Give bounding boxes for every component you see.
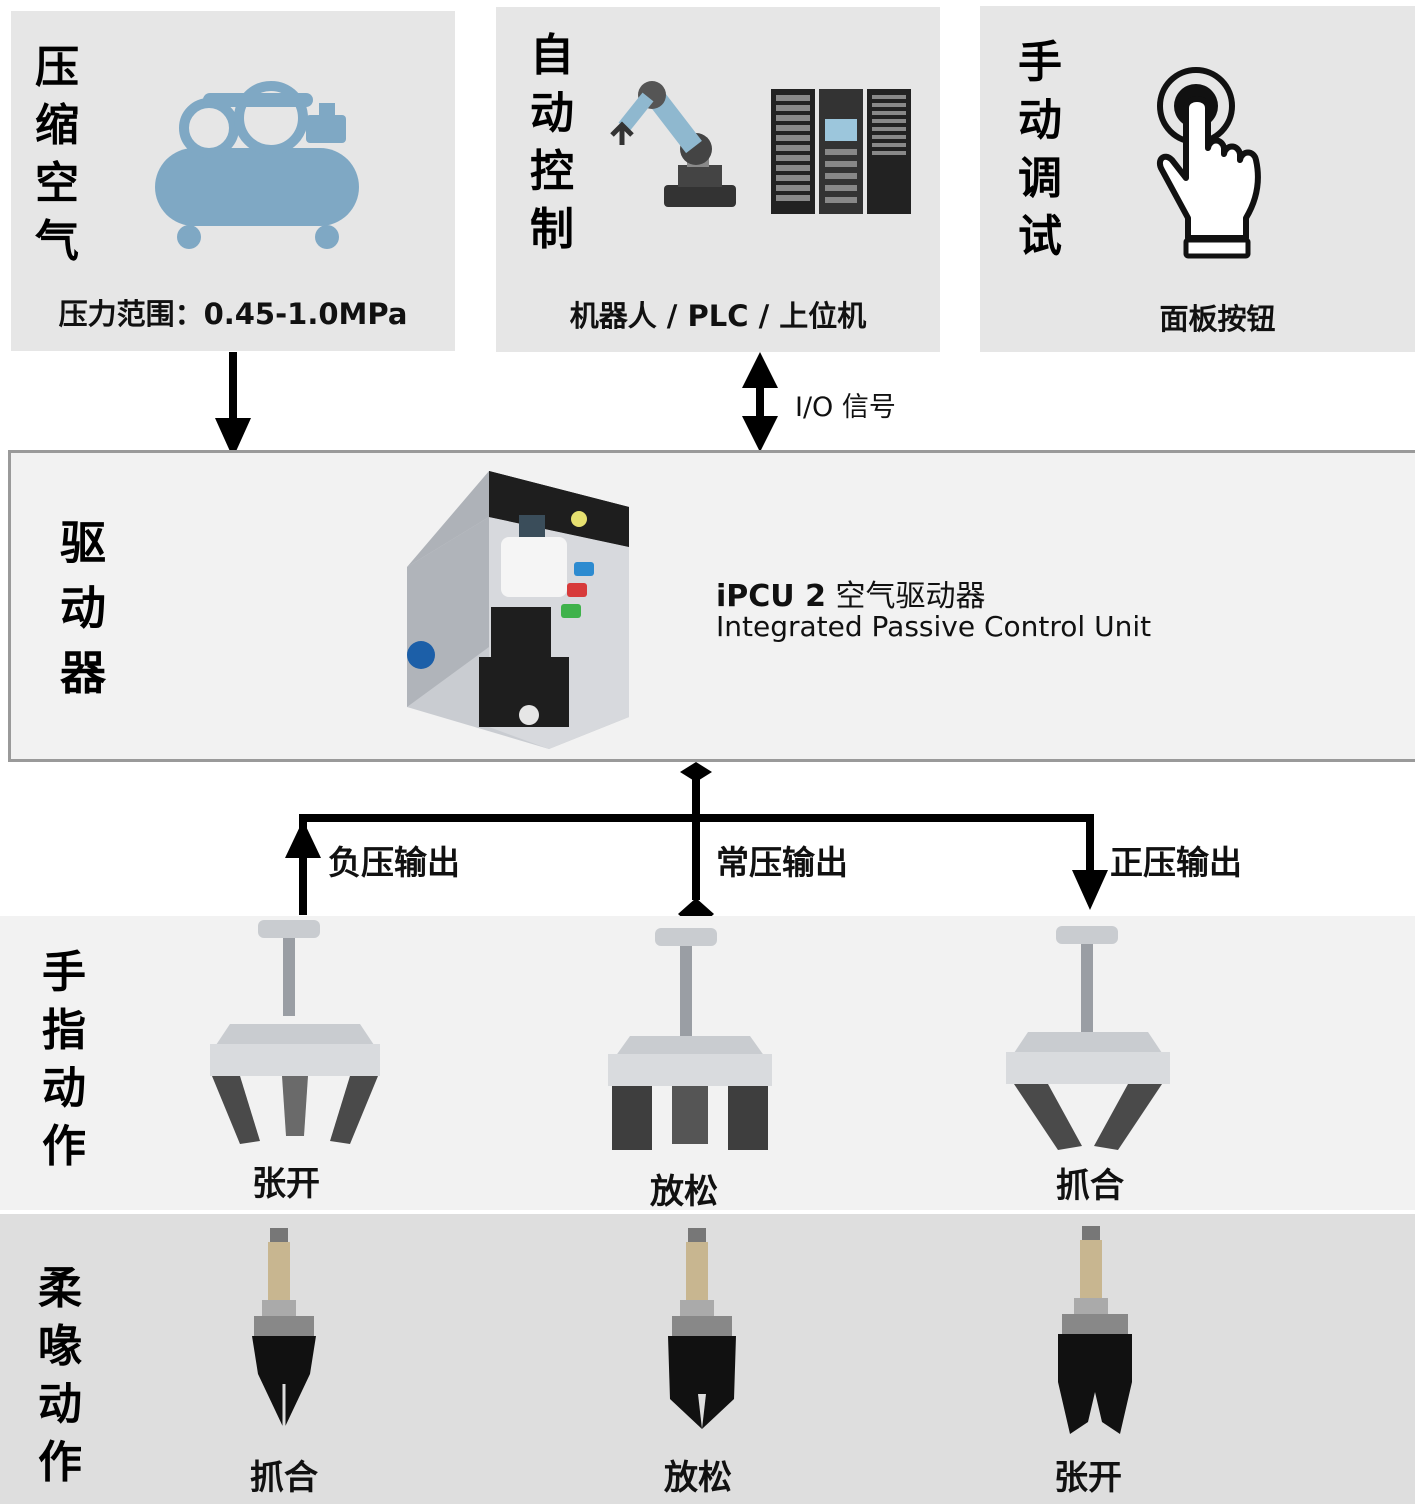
auto-control-caption: 机器人 / PLC / 上位机 — [569, 299, 867, 333]
driver-title: 驱动器 — [60, 516, 106, 700]
soft-beak-relaxed-image — [668, 1228, 736, 1429]
driver-product-name-cn: 空气驱动器 — [825, 579, 986, 614]
manual-debug-panel: 手动调试 面板按钮 — [980, 6, 1415, 352]
io-signal-arrow — [742, 352, 778, 452]
air-pressure-range: 压力范围：0.45-1.0MPa — [58, 297, 408, 331]
manual-debug-caption: 面板按钮 — [1159, 302, 1276, 336]
finger-state-closed: 抓合 — [1056, 1166, 1124, 1206]
soft-state-relaxed: 放松 — [664, 1458, 732, 1498]
robot-arm-icon — [610, 81, 736, 207]
driver-panel: 驱动器 iPCU 2 空气驱动器 Integrated Passive Cont… — [8, 450, 1415, 762]
finger-action-title: 手指动作 — [42, 947, 86, 1172]
driver-product-name: iPCU 2 — [716, 579, 826, 614]
finger-action-band: 手指动作 张开 放松 抓合 — [0, 916, 1415, 1212]
soft-beak-open-image — [1058, 1226, 1132, 1434]
server-rack-icon — [771, 89, 911, 214]
soft-beak-closed-image — [252, 1228, 316, 1429]
finger-state-open: 张开 — [252, 1164, 320, 1204]
negative-pressure-label: 负压输出 — [328, 843, 460, 882]
soft-state-closed: 抓合 — [250, 1458, 318, 1498]
normal-pressure-label: 常压输出 — [716, 843, 848, 882]
air-source-panel: 压缩空气 压力范围：0.45-1.0MPa — [11, 11, 455, 351]
gripper-open-image — [210, 920, 380, 1144]
finger-state-relaxed: 放松 — [650, 1172, 718, 1212]
air-source-title: 压缩空气 — [35, 42, 79, 267]
positive-pressure-label: 正压输出 — [1110, 843, 1242, 882]
soft-beak-action-title: 柔喙动作 — [38, 1263, 82, 1488]
gripper-closed-image — [1006, 926, 1170, 1150]
ipcu-device-image — [407, 471, 629, 749]
auto-control-panel: 自动控制 机器人 / PLC / 上位机 — [496, 7, 940, 352]
auto-control-title: 自动控制 — [530, 30, 574, 255]
driver-product-subtitle: Integrated Passive Control Unit — [716, 610, 1152, 643]
driver-product-line: iPCU 2 空气驱动器 — [716, 571, 986, 615]
air-supply-arrow — [215, 352, 251, 458]
soft-beak-action-band: 柔喙动作 抓合 放松 张开 — [0, 1214, 1415, 1504]
manual-debug-title: 手动调试 — [1018, 37, 1062, 262]
output-manifold — [285, 762, 1108, 930]
io-signal-label: I/O 信号 — [795, 392, 896, 423]
soft-state-open: 张开 — [1054, 1458, 1122, 1498]
gripper-relaxed-image — [608, 928, 772, 1150]
air-compressor-icon — [155, 81, 359, 249]
hand-press-button-icon — [1156, 67, 1261, 259]
